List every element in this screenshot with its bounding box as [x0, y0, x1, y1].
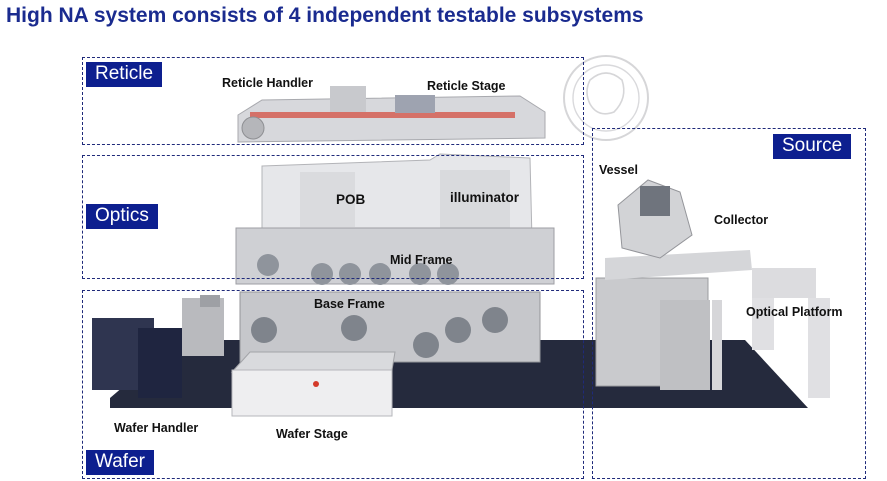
- pob-label: POB: [336, 192, 366, 207]
- wafer-handler-art: [92, 295, 224, 398]
- base-frame-label: Base Frame: [314, 297, 385, 311]
- mid-frame-art: [235, 227, 555, 285]
- collector-label: Collector: [714, 213, 769, 227]
- optics-box: [82, 155, 584, 279]
- source-tag: Source: [773, 134, 852, 159]
- source-box: [592, 128, 866, 479]
- reticle-stage-art: [237, 86, 546, 143]
- mid-frame-label: Mid Frame: [390, 253, 453, 267]
- wafer-tag: Wafer: [86, 450, 154, 475]
- pob-art: [261, 153, 533, 243]
- reticle-box: [82, 57, 584, 145]
- reticle-handler-label: Reticle Handler: [222, 76, 314, 90]
- wafer-box: [82, 290, 584, 479]
- page-title: High NA system consists of 4 independent…: [6, 4, 644, 27]
- optics-tag: Optics: [86, 204, 158, 229]
- watermark-emblem: [563, 55, 649, 141]
- illuminator-label: illuminator: [450, 190, 520, 205]
- wafer-handler-label: Wafer Handler: [114, 421, 199, 435]
- source-art: [595, 179, 830, 398]
- wafer-stage-art: [230, 351, 396, 417]
- optical-platform-label: Optical Platform: [746, 305, 843, 319]
- base-frame-art: [239, 291, 541, 363]
- reticle-tag: Reticle: [86, 62, 163, 87]
- reticle-stage-label: Reticle Stage: [427, 79, 506, 93]
- vessel-label: Vessel: [599, 163, 638, 177]
- wafer-stage-label: Wafer Stage: [276, 427, 348, 441]
